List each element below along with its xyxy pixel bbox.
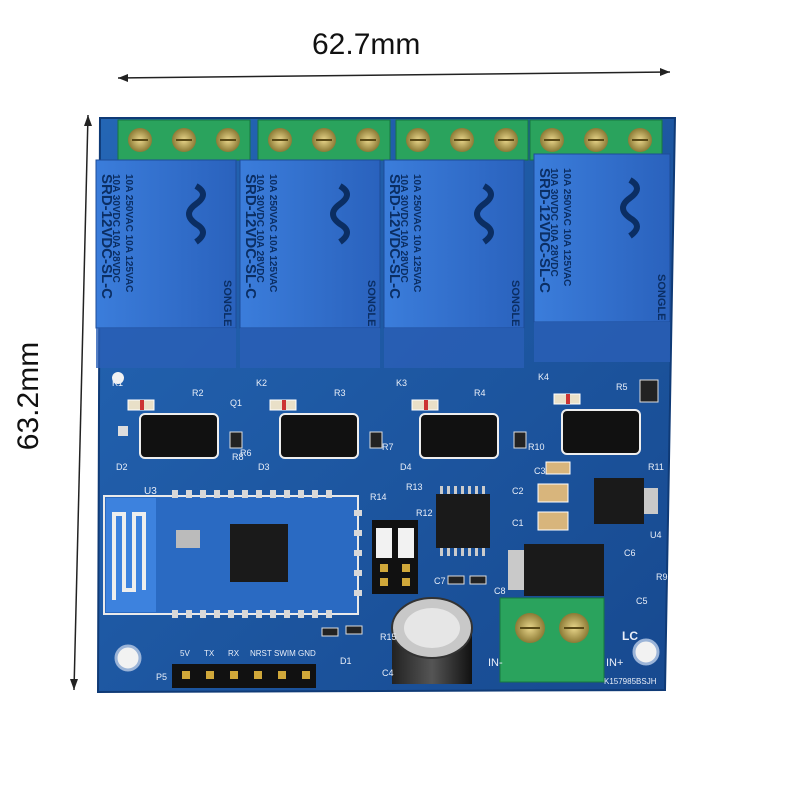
resistor-label-r8: R8 (232, 452, 244, 462)
resistor-label-r11: R11 (648, 462, 664, 472)
resistor-label-r10: R10 (528, 442, 545, 452)
relay-1-brand: SONGLE (221, 280, 233, 326)
transistor-label-q1: Q1 (230, 398, 242, 408)
cap-label-c6: C6 (624, 548, 636, 558)
input-plus-label: IN+ (606, 657, 623, 669)
pin-label-5v: 5V (180, 649, 190, 658)
lc-logo: LC (622, 629, 638, 643)
songle-logo-icon (330, 183, 350, 245)
relay-3-brand: SONGLE (509, 280, 521, 326)
programming-header: P5 5V TX RX NRST SWIM GND (156, 649, 316, 688)
power-mosfet: C6 R9 C5 (508, 544, 668, 606)
channel-1-parts: K1 R2 Q1 D2 R6 (112, 378, 252, 472)
resistor-label-r4: R4 (474, 388, 486, 398)
channel-2-parts: K2 R3 D3 R7 (256, 378, 394, 472)
cap-label-c3: C3 (534, 466, 546, 476)
relay-3-rating2: 10A 30VDC 10A 28VDC (398, 174, 409, 283)
cap-label-c1: C1 (512, 518, 524, 528)
relay-2-model: SRD-12VDC-SL-C (242, 174, 259, 299)
resistor-label-r7: R7 (382, 442, 394, 452)
jumper-headers: R14 R13 R12 (370, 482, 433, 594)
relay-4-brand: SONGLE (655, 274, 667, 320)
pin-label-tx: TX (204, 649, 215, 658)
mounting-hole-tl (114, 644, 142, 672)
connector-label-p5: P5 (156, 672, 167, 682)
mcu-chip (436, 486, 490, 556)
resistor-label-r6: R6 (240, 448, 252, 458)
relay-4-rating2: 10A 30VDC 10A 28VDC (548, 168, 559, 277)
smd-capacitors: C2 C1 C3 (512, 461, 571, 531)
diode-label-d1: D1 (340, 656, 352, 666)
cap-label-c5: C5 (636, 596, 648, 606)
led-label-d2: D2 (116, 462, 128, 472)
misc-smd-parts: C8 C7 R8 (232, 452, 506, 637)
resistor-label-r9: R9 (656, 572, 668, 582)
cap-label-c2: C2 (512, 486, 524, 496)
resistor-label-r15: R15 (380, 632, 397, 642)
module-label-u3: U3 (144, 486, 157, 497)
channel-4-parts: K4 R5 R11 (538, 372, 664, 472)
pin-label-gnd: GND (298, 649, 316, 658)
antenna-icon (112, 512, 146, 600)
terminal-block-3 (395, 119, 529, 161)
terminal-block-4 (529, 119, 663, 161)
mounting-hole-tr (632, 638, 660, 666)
pin-label-nrst: NRST (250, 649, 272, 658)
cap-label-c7: C7 (434, 576, 446, 586)
resistor-label-r12: R12 (416, 508, 433, 518)
width-dimension-arrow (117, 68, 671, 82)
resistor-label-r2: R2 (192, 388, 204, 398)
led-label-d4: D4 (400, 462, 412, 472)
input-minus-label: IN- (488, 657, 503, 669)
resistor-label-r5: R5 (616, 382, 628, 392)
relay-label-k2: K2 (256, 378, 267, 388)
power-input-terminal: IN- IN+ LC K157985BSJH (488, 597, 657, 686)
resistor-label-r13: R13 (406, 482, 423, 492)
relay-4: 10A 250VAC 10A 125VAC 10A 30VDC 10A 28VD… (533, 153, 671, 362)
relay-2-rating1: 10A 250VAC 10A 125VAC (267, 174, 278, 292)
relay-1: 10A 250VAC 10A 125VAC 10A 30VDC 10A 28VD… (95, 159, 237, 368)
relay-1-model: SRD-12VDC-SL-C (98, 174, 115, 299)
relay-1-rating2: 10A 30VDC 10A 28VDC (110, 174, 121, 283)
led-label-d3: D3 (258, 462, 270, 472)
board-serial: K157985BSJH (604, 677, 657, 686)
pin-label-swim: SWIM (274, 649, 296, 658)
mounting-hole-ml (112, 372, 124, 384)
ic-label-u4: U4 (650, 530, 662, 540)
relay-label-k1: K1 (112, 378, 123, 388)
songle-logo-icon (474, 183, 494, 245)
electrolytic-capacitor: C4 R15 D1 (340, 597, 473, 684)
relay-1-rating1: 10A 250VAC 10A 125VAC (123, 174, 134, 292)
bluetooth-module: U3 (103, 486, 362, 618)
cap-label-c8: C8 (494, 586, 506, 596)
relay-3: 10A 250VAC 10A 125VAC 10A 30VDC 10A 28VD… (383, 159, 525, 368)
voltage-regulator-u4: U4 (594, 478, 662, 540)
relay-2-rating2: 10A 30VDC 10A 28VDC (254, 174, 265, 283)
channel-3-parts: K3 R4 D4 R10 (396, 378, 545, 472)
relay-label-k3: K3 (396, 378, 407, 388)
cap-label-c4: C4 (382, 668, 394, 678)
relay-4-rating1: 10A 250VAC 10A 125VAC (561, 168, 572, 286)
resistor-label-r3: R3 (334, 388, 346, 398)
relay-3-model: SRD-12VDC-SL-C (386, 174, 403, 299)
songle-logo-icon (186, 183, 206, 245)
width-dimension-label: 62.7mm (312, 28, 421, 61)
relay-2: 10A 250VAC 10A 125VAC 10A 30VDC 10A 28VD… (239, 159, 381, 368)
terminal-block-1 (117, 119, 251, 161)
resistor-label-r14: R14 (370, 492, 387, 502)
relay-4-model: SRD-12VDC-SL-C (536, 168, 553, 293)
relay-label-k4: K4 (538, 372, 549, 382)
relay-3-rating1: 10A 250VAC 10A 125VAC (411, 174, 422, 292)
songle-logo-icon (620, 177, 640, 239)
terminal-block-2 (257, 119, 391, 161)
relay-2-brand: SONGLE (365, 280, 377, 326)
pin-label-rx: RX (228, 649, 240, 658)
height-dimension-arrow (70, 114, 92, 691)
